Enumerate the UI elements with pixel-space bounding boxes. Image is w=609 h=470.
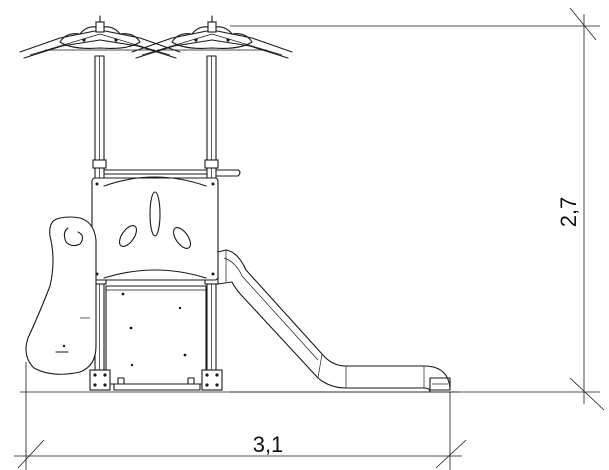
panel-hole-center <box>149 191 161 237</box>
height-dimension: 2,7 <box>230 7 605 411</box>
roof-canopy-left <box>19 15 181 59</box>
base-feet <box>89 369 223 391</box>
width-dimension-label: 3,1 <box>253 432 284 457</box>
width-dimension: 3,1 <box>14 362 467 470</box>
height-dimension-label: 2,7 <box>556 197 581 228</box>
deck-rail <box>103 169 241 177</box>
upper-panel <box>91 176 219 281</box>
climbing-panel <box>25 216 97 375</box>
roof-canopy-right <box>131 15 293 59</box>
panel-hole-right <box>172 227 192 249</box>
slide <box>217 249 451 393</box>
lower-panel <box>105 285 207 391</box>
panel-hole-left <box>118 225 138 247</box>
